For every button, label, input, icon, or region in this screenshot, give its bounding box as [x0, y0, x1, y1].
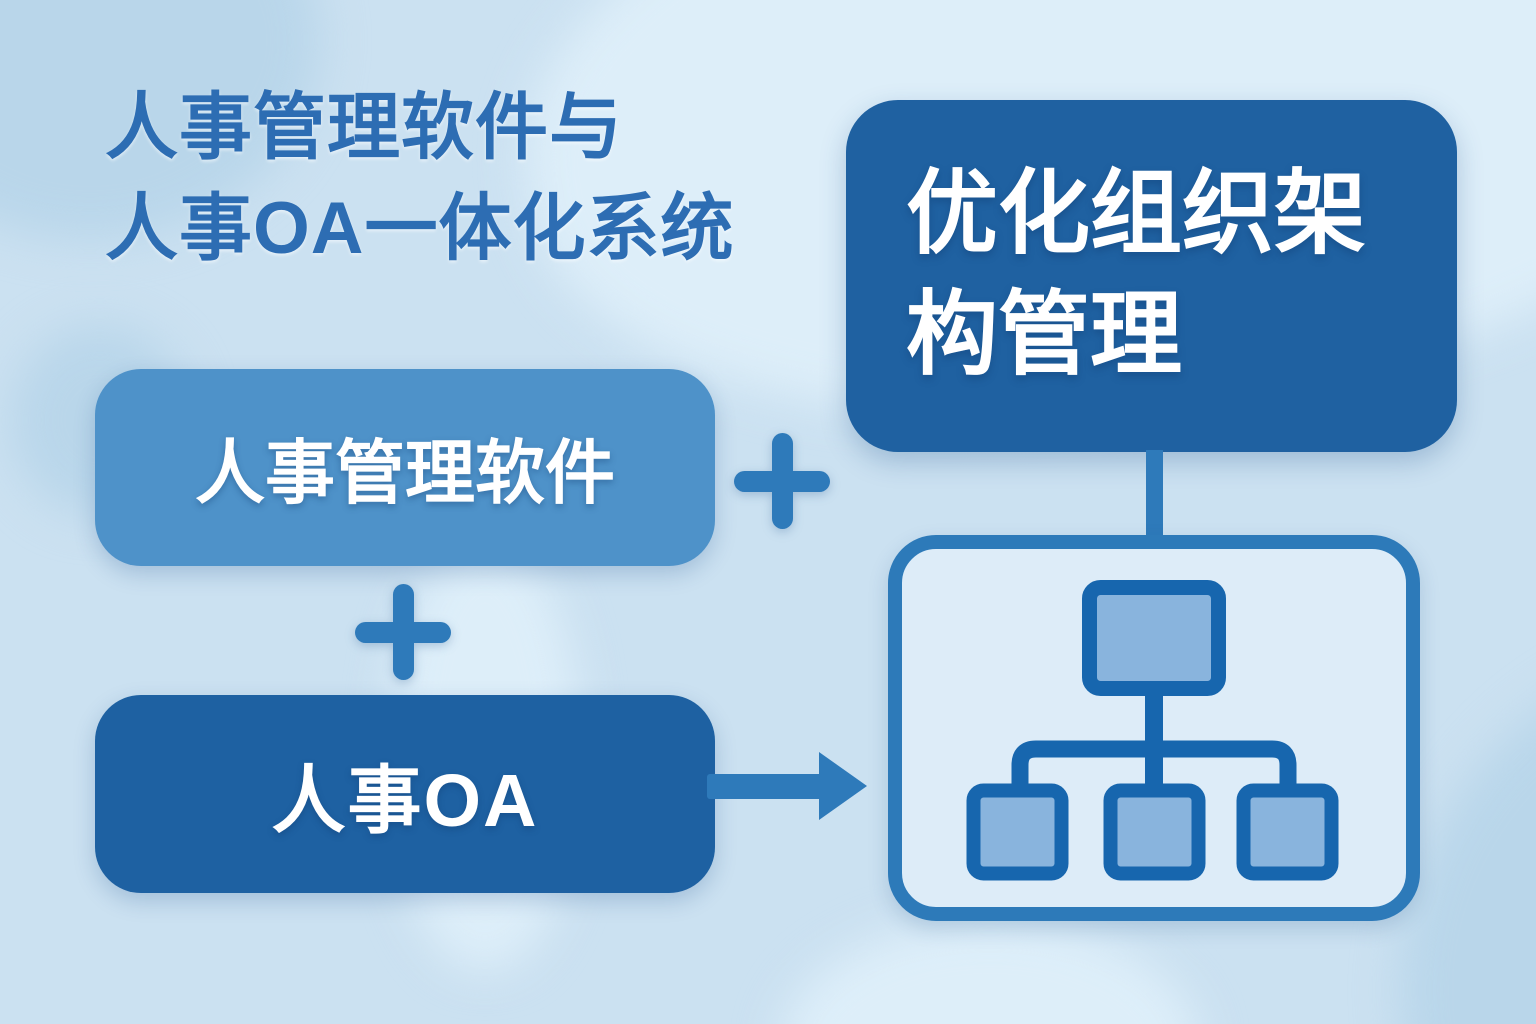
- hr-oa-label: 人事OA: [271, 758, 539, 842]
- background-blob: [780, 920, 1200, 1024]
- hr-software-label: 人事管理软件: [195, 434, 615, 512]
- page-title-line2: 人事OA一体化系统: [105, 187, 735, 269]
- plus-icon: [353, 582, 453, 682]
- org-chart-icon: [966, 580, 1339, 881]
- background-blob: [1400, 640, 1536, 1024]
- arrow-right-icon: [707, 752, 867, 820]
- page-title-line1: 人事管理软件与: [105, 87, 623, 168]
- plus-icon: [732, 431, 832, 531]
- connector-line: [1146, 450, 1163, 546]
- result-box: 优化组织架 构管理: [846, 100, 1457, 452]
- org-chart-panel: [888, 535, 1420, 921]
- result-label-line2: 构管理: [906, 284, 1183, 387]
- hr-oa-box: 人事OA: [95, 695, 715, 893]
- hr-software-box: 人事管理软件: [95, 369, 715, 566]
- page-title: 人事管理软件与 人事OA一体化系统: [105, 78, 925, 279]
- result-label-line1: 优化组织架: [906, 163, 1367, 265]
